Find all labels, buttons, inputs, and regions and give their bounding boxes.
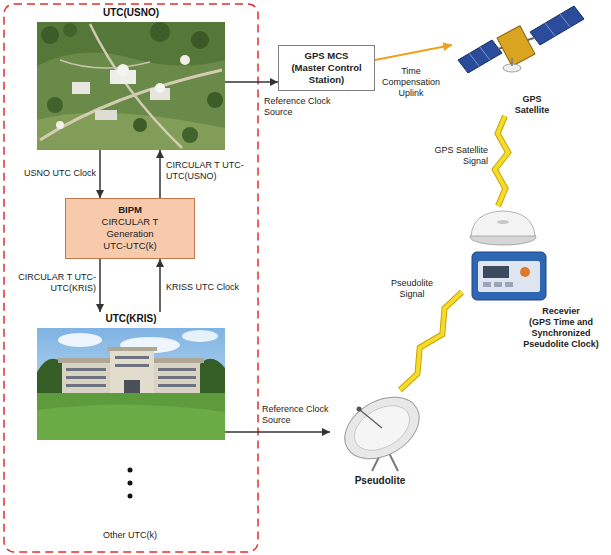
node-description: (GPS Time and Synchronized Pseudolite Cl… [517, 317, 605, 350]
process-box: GPS MCS(Master Control Station) [278, 45, 375, 91]
connector-arrow [159, 259, 161, 312]
receiver-node: Recevier(GPS Time and Synchronized Pseud… [462, 206, 608, 350]
image-area [37, 22, 225, 150]
edge-label: Reference Clock Source [264, 96, 336, 118]
image-area [330, 390, 430, 474]
edge-label: KRISS UTC Clock [166, 282, 246, 293]
lightning-fill [400, 292, 462, 390]
node-heading: UTC(USNO) [37, 6, 225, 22]
node-label: Recevier [517, 306, 605, 317]
box-heading: BIPM [70, 204, 190, 216]
lightning-signal [400, 292, 462, 390]
connector-arrow [375, 45, 452, 60]
connector-arrow [159, 150, 161, 198]
photo-node: UTC(USNO) [37, 6, 225, 150]
connector-arrow [99, 259, 101, 312]
box-body: CIRCULAR T Generation UTC-UTC(k) [94, 216, 166, 252]
usno-photo [37, 22, 225, 150]
edge-label: Reference Clock Source [262, 404, 330, 426]
connector-arrow [99, 150, 101, 198]
edge-label: CIRCULAR T UTC-UTC(USNO) [166, 160, 250, 182]
satellite-node: GPS Satellite [452, 2, 602, 116]
lightning-outline [495, 116, 508, 206]
photo-node: UTC(KRIS) [37, 312, 225, 440]
caption-block: GPS Satellite [507, 94, 557, 116]
caption-block: Recevier(GPS Time and Synchronized Pseud… [517, 306, 605, 350]
node-label: Pseudolite [330, 474, 430, 487]
edge-label: Time Compensation Uplink [378, 66, 444, 99]
node-heading: UTC(KRIS) [37, 312, 225, 328]
lightning-fill [495, 116, 508, 206]
connector-arrow [225, 431, 330, 433]
pseudolite-node: Pseudolite [330, 390, 430, 487]
connector-arrow [225, 81, 278, 83]
edge-label: USNO UTC Clock [22, 168, 96, 179]
box-heading: GPS MCS [283, 50, 370, 62]
edge-label: CIRCULAR T UTC-UTC(KRIS) [16, 272, 96, 294]
image-area [462, 206, 608, 306]
edge-label: GPS Satellite Signal [428, 145, 488, 167]
caption-block: Pseudolite [330, 474, 430, 487]
lightning-outline [400, 292, 462, 390]
kriss-photo [37, 328, 225, 440]
edge-label: Pseudolite Signal [385, 278, 439, 300]
ellipsis-dots [128, 468, 133, 499]
image-area [37, 328, 225, 440]
receiver-illustration [470, 211, 546, 300]
box-body: (Master Control Station) [283, 62, 370, 86]
pseudolite-dish [334, 385, 430, 472]
lightning-signal [495, 116, 508, 206]
node-label: GPS Satellite [507, 94, 557, 116]
process-box: BIPMCIRCULAR T Generation UTC-UTC(k) [65, 198, 195, 259]
group-outline [4, 4, 258, 552]
free-label: Other UTC(k) [80, 530, 180, 541]
satellite-icon [458, 6, 584, 73]
image-area [452, 2, 602, 94]
